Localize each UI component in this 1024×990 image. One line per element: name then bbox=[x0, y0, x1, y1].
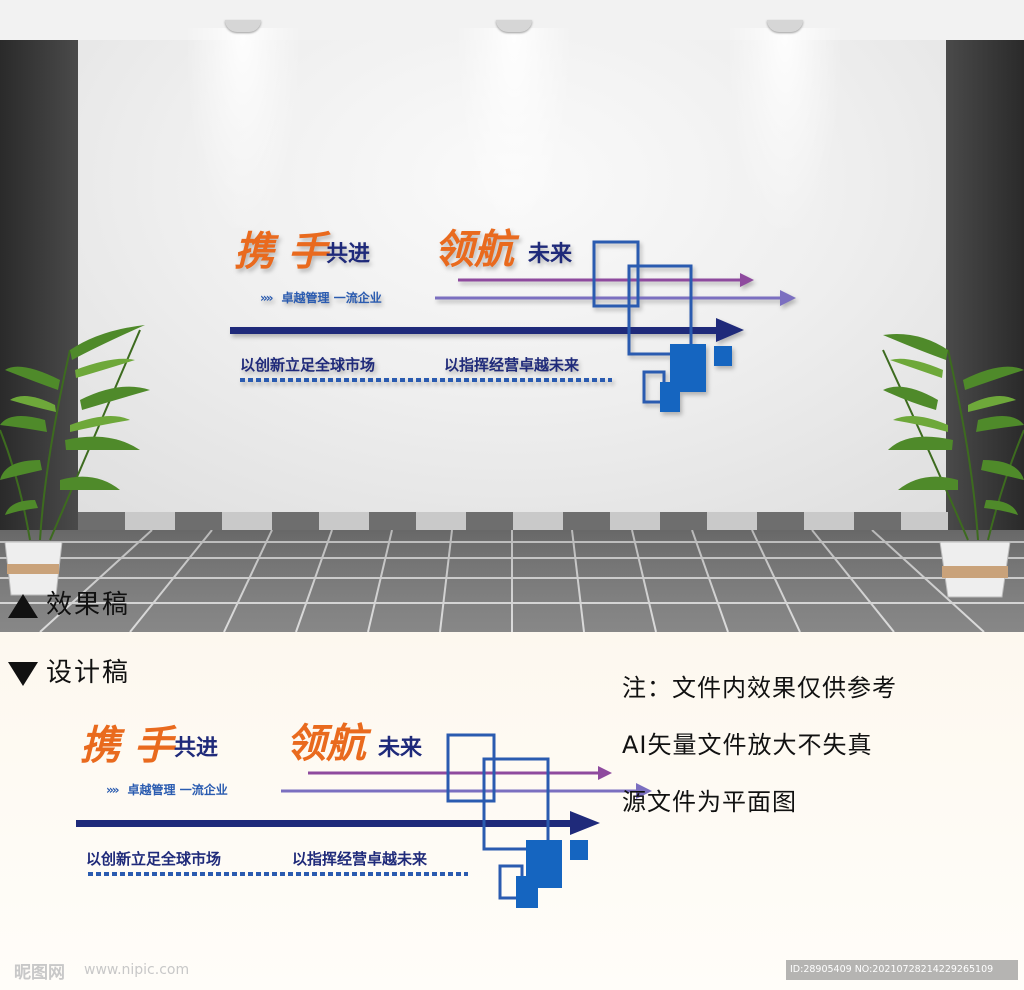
arrow-right-icon bbox=[780, 290, 796, 306]
watermark-url: www.nipic.com bbox=[84, 962, 190, 978]
watermark-logo: 昵图网 bbox=[14, 963, 65, 983]
arrow-right-icon bbox=[740, 273, 754, 287]
spotlight-icon bbox=[767, 20, 803, 32]
graphic-title-small-2: 未来 bbox=[528, 242, 573, 267]
dashed-underline bbox=[240, 378, 612, 382]
chevron-right-icon: »» bbox=[106, 783, 119, 797]
graphic-title-small-2: 未来 bbox=[378, 736, 423, 761]
spotlight-icon bbox=[496, 20, 532, 32]
light-beam bbox=[459, 28, 569, 228]
spotlight-icon bbox=[225, 20, 261, 32]
graphic-shapes bbox=[76, 733, 652, 908]
note-line: 注：文件内效果仅供参考 bbox=[622, 674, 897, 702]
graphic-title-big-1: 携 手 bbox=[234, 228, 328, 275]
light-beam bbox=[188, 28, 298, 228]
graphic-title-small-1: 共进 bbox=[326, 242, 371, 267]
graphic-tagline-text: 卓越管理 一流企业 bbox=[281, 291, 382, 305]
graphic-title-big-2: 领航 bbox=[286, 720, 366, 767]
chevron-right-icon: »» bbox=[260, 291, 273, 305]
design-draft bbox=[0, 632, 1024, 990]
graphic-title-small-1: 共进 bbox=[174, 736, 219, 761]
light-beam bbox=[730, 28, 840, 228]
plant-icon bbox=[882, 334, 1024, 598]
label-effect-text: 效果稿 bbox=[46, 590, 131, 620]
arrow-right-icon bbox=[570, 811, 600, 835]
triangle-down-icon bbox=[8, 661, 38, 686]
label-design: 设计稿 bbox=[8, 652, 130, 689]
graphic-title-big-1: 携 手 bbox=[80, 722, 174, 769]
wall-graphic-design: 携 手 共进 领航 未来 »» 卓越管理 一流企业 以创新立足全球市场 以指挥经营… bbox=[76, 720, 656, 926]
graphic-slogan-1: 以创新立足全球市场 bbox=[86, 850, 222, 868]
tiled-floor bbox=[0, 530, 1024, 632]
label-design-text: 设计稿 bbox=[46, 658, 131, 688]
graphic-tagline: »» 卓越管理 一流企业 bbox=[106, 784, 228, 796]
arrow-right-icon bbox=[636, 783, 652, 799]
baseboard bbox=[78, 512, 948, 532]
side-panel-left bbox=[0, 40, 78, 530]
dashed-underline bbox=[88, 872, 468, 876]
graphic-tagline-text: 卓越管理 一流企业 bbox=[127, 783, 228, 797]
triangle-up-icon bbox=[8, 593, 38, 618]
id-bar: ID:28905409 NO:20210728214229265109 bbox=[786, 960, 1018, 980]
graphic-tagline: »» 卓越管理 一流企业 bbox=[260, 292, 382, 304]
arrow-right-icon bbox=[598, 766, 612, 780]
note-line: 源文件为平面图 bbox=[622, 788, 797, 816]
graphic-slogan-2: 以指挥经营卓越未来 bbox=[292, 850, 428, 868]
graphic-slogan-1: 以创新立足全球市场 bbox=[240, 356, 376, 374]
plant-icon bbox=[0, 325, 150, 596]
arrow-right-icon bbox=[716, 318, 744, 342]
note-line: AI矢量文件放大不失真 bbox=[622, 731, 873, 759]
graphic-slogan-2: 以指挥经营卓越未来 bbox=[444, 356, 580, 374]
side-panel-right bbox=[946, 40, 1024, 530]
graphic-shapes bbox=[230, 240, 796, 412]
graphic-title-big-2: 领航 bbox=[434, 226, 514, 273]
notes: 注：文件内效果仅供参考 AI矢量文件放大不失真 源文件为平面图 bbox=[622, 668, 897, 839]
wall-graphic-effect: 携 手 共进 领航 未来 »»卓越管理 一流企业 以创新立足全球市场 以指挥经营… bbox=[230, 230, 810, 430]
label-effect: 效果稿 bbox=[8, 584, 130, 621]
effect-render: 携 手 共进 领航 未来 »» 卓越管理 一流企业 以创新立足全球市场 以指挥经营… bbox=[0, 0, 1024, 632]
